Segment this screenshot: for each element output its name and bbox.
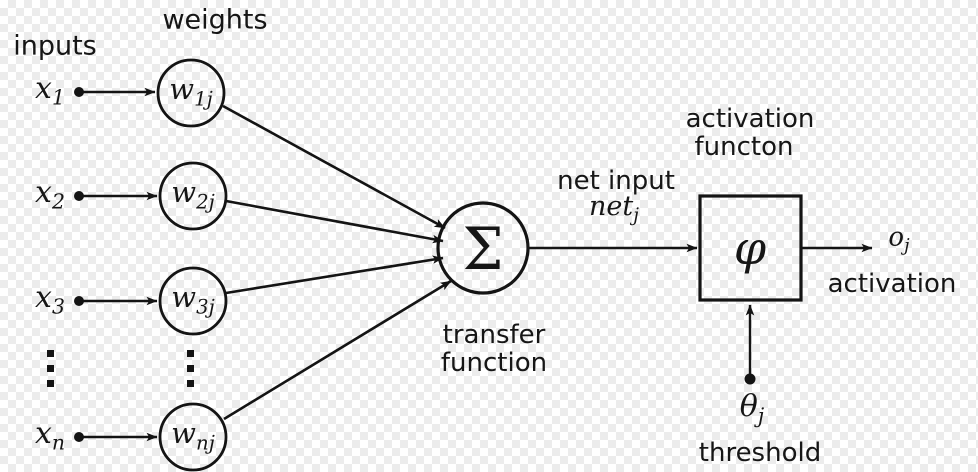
threshold-symbol: θj (740, 392, 764, 426)
input-label-3-base: x (35, 280, 52, 316)
input-label-2: x2 (35, 178, 65, 212)
output-symbol: oj (888, 224, 909, 255)
weight-node-circle-3 (158, 266, 228, 336)
activation-function-caption-line1: activation (685, 104, 815, 134)
transfer-function-caption-line2: function (440, 348, 548, 378)
activation-function-caption-line2: functon (694, 132, 794, 162)
weight-label-n-base: w (171, 415, 197, 450)
threshold-connector (744, 304, 756, 385)
summation-symbol: Σ (462, 215, 504, 283)
connector-2-to-sum (225, 199, 444, 244)
input-label-n-base: x (34, 416, 52, 452)
activation-function-symbol: φ (733, 221, 767, 275)
input-label-1-sub: 1 (51, 85, 65, 110)
net-input-symbol: netj (589, 193, 639, 225)
weight-label-n-sub: nj (196, 431, 215, 455)
heading-inputs: inputs (13, 30, 97, 62)
weight-label-1: w1j (169, 71, 213, 111)
output-symbol-sub: j (904, 235, 910, 256)
input-label-3-sub: 3 (51, 294, 65, 319)
activation-function-box (698, 194, 803, 302)
net-input-symbol-sub: j (633, 204, 639, 226)
weight-node-circle-2 (158, 161, 228, 231)
input-label-n: xn (35, 419, 65, 453)
weight-label-3-sub: 3j (196, 295, 215, 319)
input-label-1-base: x (35, 71, 52, 107)
weight-node-circle-n (158, 402, 228, 472)
threshold-caption: threshold (698, 438, 822, 468)
heading-weights: weights (162, 4, 268, 36)
weight-label-2: w2j (171, 174, 215, 214)
input-arrow-n (74, 432, 158, 442)
output-caption: activation (827, 269, 957, 299)
transfer-function-caption-line1: transfer (442, 320, 546, 350)
vertical-ellipsis-weights (187, 350, 194, 395)
input-arrow-2 (74, 191, 158, 201)
threshold-symbol-base: θ (739, 389, 758, 425)
weight-label-3: w3j (171, 279, 215, 319)
net-input-caption: net input (557, 166, 675, 196)
input-label-n-sub: n (51, 430, 66, 455)
weight-label-1-sub: 1j (194, 87, 213, 111)
input-label-2-base: x (35, 175, 52, 211)
input-arrow-1 (74, 87, 156, 97)
weight-label-3-base: w (171, 279, 197, 314)
weight-label-2-sub: 2j (196, 190, 215, 214)
input-label-1: x1 (35, 74, 65, 108)
weight-label-2-base: w (171, 174, 197, 209)
vertical-ellipsis-inputs (47, 350, 54, 395)
connector-3-to-sum (225, 255, 444, 295)
weight-label-n: wnj (171, 415, 215, 455)
connector-n-to-sum (223, 279, 452, 421)
input-label-3: x3 (35, 283, 65, 317)
input-arrow-3 (74, 296, 158, 306)
net-input-symbol-base: net (589, 190, 634, 222)
input-label-2-sub: 2 (51, 189, 65, 214)
summation-node-circle (436, 201, 530, 295)
weight-label-1-base: w (169, 71, 195, 106)
output-symbol-base: o (888, 222, 905, 253)
weight-node-circle-1 (156, 58, 226, 128)
threshold-symbol-sub: j (757, 403, 765, 428)
connector-1-to-sum (222, 104, 446, 230)
